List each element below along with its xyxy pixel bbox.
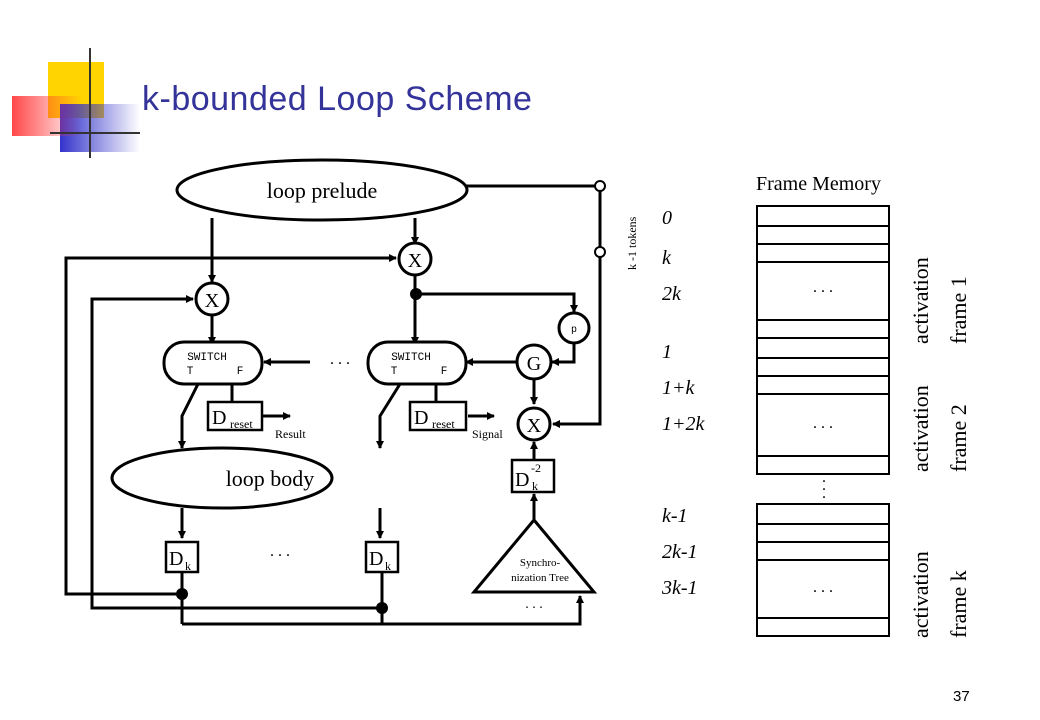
svg-text:. . .: . . . xyxy=(813,279,833,296)
fork-dot xyxy=(176,588,188,600)
g-node: G xyxy=(515,343,553,381)
activation-label: activation xyxy=(908,551,933,638)
svg-text:k: k xyxy=(185,559,191,573)
svg-text:X: X xyxy=(527,415,542,437)
svg-text:nization Tree: nization Tree xyxy=(511,572,569,584)
fork-dot xyxy=(376,602,388,614)
p-node: p xyxy=(557,311,591,345)
svg-text:D: D xyxy=(212,407,226,429)
offset-label: 2k xyxy=(662,283,682,305)
svg-text:X: X xyxy=(408,250,423,272)
svg-text:D: D xyxy=(169,548,183,570)
x-node-right: X xyxy=(516,406,552,442)
offset-label: 3k-1 xyxy=(661,577,698,599)
dk-box-left: D k xyxy=(164,540,200,574)
svg-text:. . .: . . . xyxy=(813,415,833,432)
offset-label: k-1 xyxy=(662,505,688,527)
svg-text:F: F xyxy=(237,366,244,378)
frame-ellipses: . . . . . . . . . xyxy=(813,279,833,596)
svg-text:G: G xyxy=(527,353,541,375)
svg-text:T: T xyxy=(391,366,398,378)
x-node-left: X xyxy=(194,281,230,317)
loop-body-label: loop body xyxy=(226,466,315,491)
signal-label: Signal xyxy=(472,427,503,441)
offset-label: 1+2k xyxy=(662,413,705,435)
svg-text:D: D xyxy=(515,469,529,491)
svg-text:T: T xyxy=(187,366,194,378)
activation-label: activation xyxy=(908,257,933,344)
frame-memory-blocks xyxy=(756,205,890,637)
switch-node-right: SWITCH T F xyxy=(366,340,468,386)
loop-body-node: loop body xyxy=(110,446,334,510)
svg-text:D: D xyxy=(414,407,428,429)
offset-label: 1 xyxy=(662,341,672,363)
tokens-label: k -1 tokens xyxy=(625,216,639,270)
offsets-column: 0 k 2k 1 1+k 1+2k k-1 2k-1 3k-1 xyxy=(661,207,705,599)
token-circles xyxy=(594,180,606,258)
frame-label: frame 1 xyxy=(946,276,971,344)
svg-text:. . .: . . . xyxy=(813,579,833,596)
switch-ellipsis: . . . xyxy=(330,351,350,368)
svg-text:Synchro-: Synchro- xyxy=(520,557,561,569)
page-number: 37 xyxy=(953,688,970,705)
svg-text:k: k xyxy=(532,479,538,493)
dk-minus2-box: D k -2 xyxy=(510,458,556,494)
svg-text:reset: reset xyxy=(230,417,253,431)
dk-box-right: D k xyxy=(364,540,400,574)
svg-text:D: D xyxy=(369,548,383,570)
svg-text:.: . xyxy=(822,477,826,494)
activation-frame-labels: activation frame 1 activation frame 2 ac… xyxy=(908,257,971,638)
x-node-middle: X xyxy=(397,241,433,277)
slide-logo xyxy=(12,48,140,158)
svg-text:X: X xyxy=(205,290,220,312)
dataflow-arcs xyxy=(64,184,602,626)
offset-label: 2k-1 xyxy=(662,541,698,563)
offset-label: 1+k xyxy=(662,377,695,399)
frame-memory-title: Frame Memory xyxy=(756,173,881,195)
d-reset-left: D reset xyxy=(206,400,264,432)
fork-dot xyxy=(410,288,422,300)
switch-node-left: SWITCH T F xyxy=(162,340,264,386)
svg-text:SWITCH: SWITCH xyxy=(187,352,227,364)
loop-prelude-label: loop prelude xyxy=(267,178,378,203)
svg-text:p: p xyxy=(571,325,577,336)
slide-title: k-bounded Loop Scheme xyxy=(142,80,533,118)
svg-text:-2: -2 xyxy=(531,461,541,475)
d-reset-right: D reset xyxy=(408,400,468,432)
svg-text:.: . xyxy=(822,485,826,502)
svg-text:reset: reset xyxy=(432,417,455,431)
offset-label: k xyxy=(662,247,672,269)
token-dots: ⋮ xyxy=(593,213,607,228)
svg-text:SWITCH: SWITCH xyxy=(391,352,431,364)
svg-text:.: . xyxy=(822,469,826,486)
svg-text:F: F xyxy=(441,366,448,378)
activation-label: activation xyxy=(908,385,933,472)
frame-vertical-dots: . . . xyxy=(822,469,826,502)
offset-label: 0 xyxy=(662,207,672,229)
svg-text:k: k xyxy=(385,559,391,573)
dk-ellipsis: . . . xyxy=(270,543,290,560)
synchronization-tree: Synchro- nization Tree xyxy=(470,517,598,594)
loop-prelude-node: loop prelude xyxy=(175,158,469,222)
frame-label: frame 2 xyxy=(946,404,971,472)
sync-tree-ellipsis: . . . xyxy=(525,597,543,612)
frame-label: frame k xyxy=(946,570,971,638)
result-label: Result xyxy=(275,427,306,441)
